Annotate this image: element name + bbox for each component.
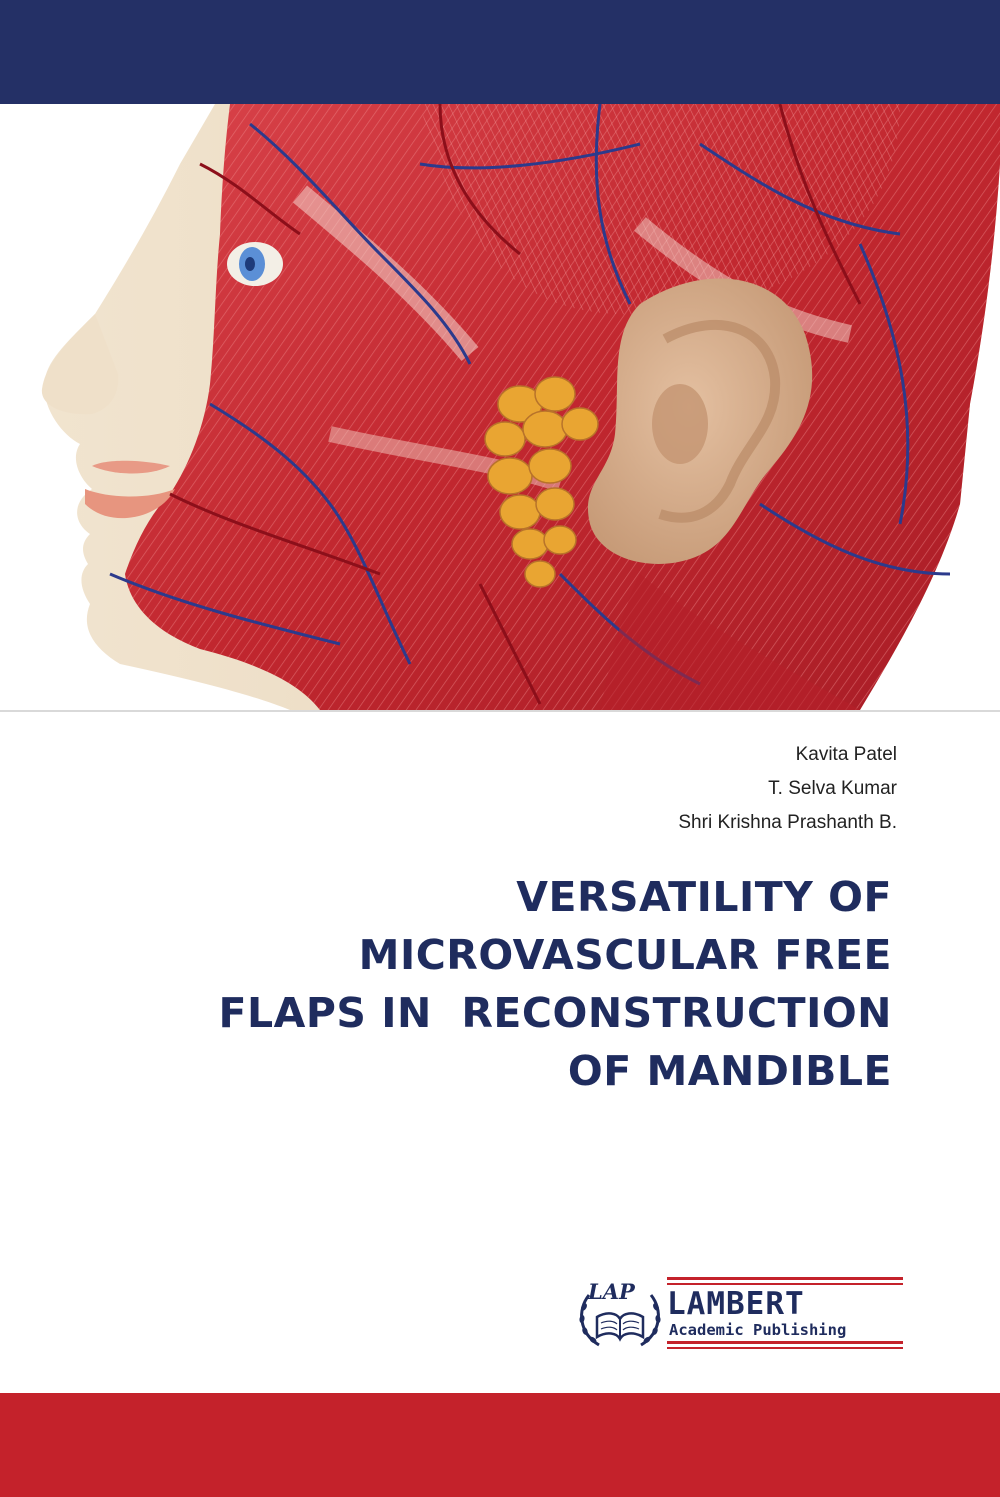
title-line: FLAPS IN RECONSTRUCTION (218, 989, 892, 1037)
publisher-logo: LAP LAMBERT Academic Publishing (575, 1275, 910, 1355)
publisher-top-rule-thin (667, 1283, 903, 1285)
author-name: Shri Krishna Prashanth B. (678, 812, 897, 833)
author-name: T. Selva Kumar (768, 778, 897, 799)
book-title: VERSATILITY OF MICROVASCULAR FREE FLAPS … (72, 868, 892, 1100)
author-list: Kavita Patel T. Selva Kumar Shri Krishna… (678, 738, 897, 840)
top-color-band (0, 0, 1000, 104)
publisher-subtitle: Academic Publishing (669, 1321, 847, 1339)
publisher-bottom-rule (667, 1341, 903, 1344)
title-line: OF MANDIBLE (567, 1047, 892, 1095)
author-name: Kavita Patel (795, 744, 897, 765)
title-line: MICROVASCULAR FREE (358, 931, 892, 979)
bottom-color-band (0, 1393, 1000, 1497)
cover-illustration (0, 104, 1000, 712)
publisher-bottom-rule-thin (667, 1347, 903, 1349)
laurel-book-icon (579, 1294, 661, 1347)
publisher-name: LAMBERT (667, 1286, 805, 1322)
title-line: VERSATILITY OF (516, 873, 892, 921)
publisher-top-rule (667, 1277, 903, 1280)
publisher-abbreviation: LAP (588, 1279, 635, 1304)
anatomical-head-illustration (41, 104, 1000, 710)
